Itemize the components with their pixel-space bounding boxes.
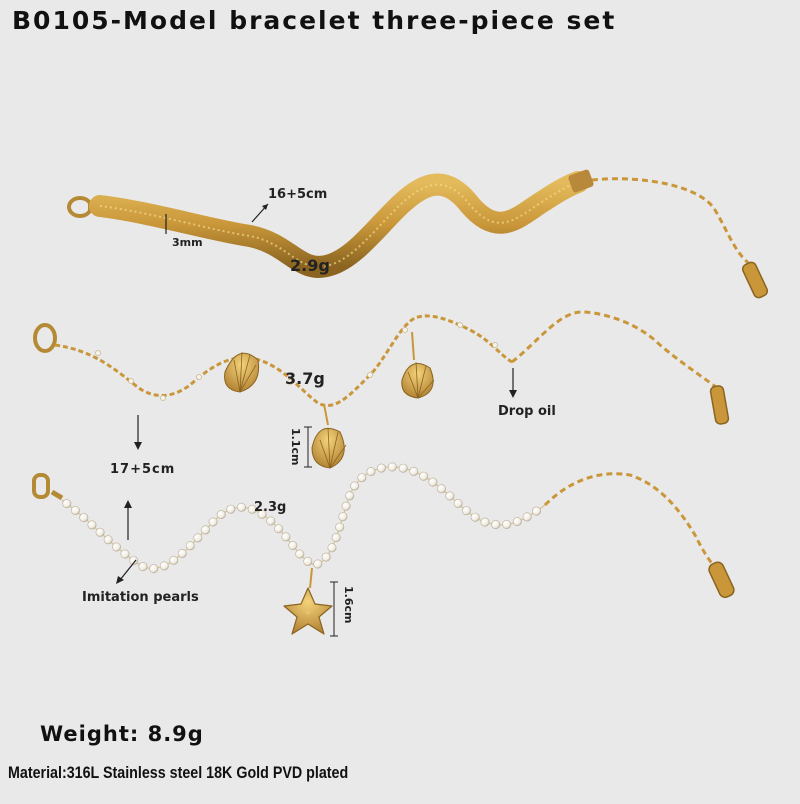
- length-label: 16+5cm: [268, 187, 328, 202]
- charm-size-label: 1.6cm: [342, 586, 355, 624]
- pearl-arrow: [119, 559, 137, 581]
- product-title: B0105-Model bracelet three-piece set: [12, 6, 617, 35]
- pearls-label: Imitation pearls: [82, 590, 199, 605]
- length-label: 17+5cm: [110, 462, 176, 477]
- pearl-bead: [428, 477, 438, 487]
- pearl-bead: [437, 484, 447, 494]
- pearl-bead: [129, 556, 139, 566]
- pearl-bead: [303, 556, 313, 566]
- pearl-bead: [288, 540, 298, 550]
- pearl-bead: [331, 533, 341, 543]
- pearl-bead: [398, 463, 408, 473]
- pearl-bead: [149, 564, 159, 574]
- pearl-bead: [266, 516, 276, 526]
- pearl-bead: [502, 519, 512, 529]
- pearl-bead: [376, 463, 386, 473]
- total-weight: Weight: 8.9g: [40, 722, 204, 746]
- pearl-bead: [357, 473, 367, 483]
- pearl-bead: [419, 471, 429, 481]
- pearl-bead: [387, 462, 397, 472]
- pearl-bead: [247, 504, 257, 514]
- starfish-charm: [283, 587, 333, 635]
- pearl-bead: [491, 520, 501, 530]
- weight-label: 2.9g: [290, 256, 330, 275]
- pearl-bead: [62, 499, 72, 509]
- pearl-bead: [512, 517, 522, 527]
- pearl-bead: [177, 548, 187, 558]
- pearl-bead: [274, 524, 284, 534]
- pearl-bead: [216, 510, 226, 520]
- pearl-bead: [409, 466, 419, 476]
- weight-label: 2.3g: [254, 500, 287, 515]
- pearl-bead: [313, 559, 323, 569]
- pearl-bead: [237, 502, 247, 512]
- shell-charm: [311, 427, 347, 469]
- pearl-bead: [350, 481, 360, 491]
- extender-tag-3: [708, 561, 735, 599]
- extension-chain: [591, 177, 756, 270]
- charm-size-label: 1.1cm: [289, 428, 302, 466]
- pearl-starfish-bracelet: [32, 462, 735, 637]
- shell-charm: [224, 351, 260, 393]
- width-label: 3mm: [172, 236, 203, 249]
- clasp-3: [32, 473, 50, 499]
- pearl-bead: [70, 505, 80, 515]
- weight-label: 3.7g: [285, 369, 325, 388]
- shell-chain: [54, 314, 513, 407]
- pearl-bead: [185, 541, 195, 551]
- pearl-bead: [201, 525, 211, 535]
- extension-chain-3: [543, 472, 724, 577]
- pearl-bead: [453, 498, 463, 508]
- shell-charm: [401, 361, 435, 399]
- pearl-bead: [193, 533, 203, 543]
- pearl-bead: [138, 562, 148, 572]
- pearl-bead: [79, 513, 89, 523]
- pearl-bead: [103, 535, 113, 545]
- pearl-bead: [87, 520, 97, 530]
- pearl-bead: [480, 517, 490, 527]
- lobster-clasp: [67, 196, 93, 218]
- pearl-bead: [295, 549, 305, 559]
- snake-chain: [89, 171, 589, 278]
- pearl-bead: [366, 467, 376, 477]
- lobster-clasp-2: [33, 323, 57, 353]
- pearl-bead: [345, 491, 355, 501]
- pearl-bead: [208, 517, 218, 527]
- pearl-bead: [159, 561, 169, 571]
- material-text: Material:316L Stainless steel 18K Gold P…: [8, 763, 349, 782]
- pearl-bead: [445, 491, 455, 501]
- extender-tag: [741, 261, 769, 299]
- pearl-bead: [112, 542, 122, 552]
- pearl-bead: [327, 543, 337, 553]
- pearl-bead: [461, 506, 471, 516]
- pearl-bead: [169, 555, 179, 565]
- pearl-bead: [226, 504, 236, 514]
- pearl-bead: [321, 552, 331, 562]
- pearl-bead: [120, 549, 130, 559]
- drop-oil-label: Drop oil: [498, 404, 556, 419]
- pearl-bead: [95, 527, 105, 537]
- snake-chain-bracelet: [67, 169, 769, 299]
- extender-tag-2: [709, 385, 730, 425]
- pearl-bead: [522, 512, 532, 522]
- pearl-bead: [257, 509, 267, 519]
- pearl-bead: [281, 532, 291, 542]
- pearl-bead: [531, 506, 541, 516]
- pearl-bead: [338, 512, 348, 522]
- shell-charm-bracelet: [33, 310, 730, 469]
- pearl-bead: [341, 501, 351, 511]
- pearl-bead: [470, 512, 480, 522]
- extension-chain-2: [511, 310, 721, 392]
- pearl-bead: [335, 522, 345, 532]
